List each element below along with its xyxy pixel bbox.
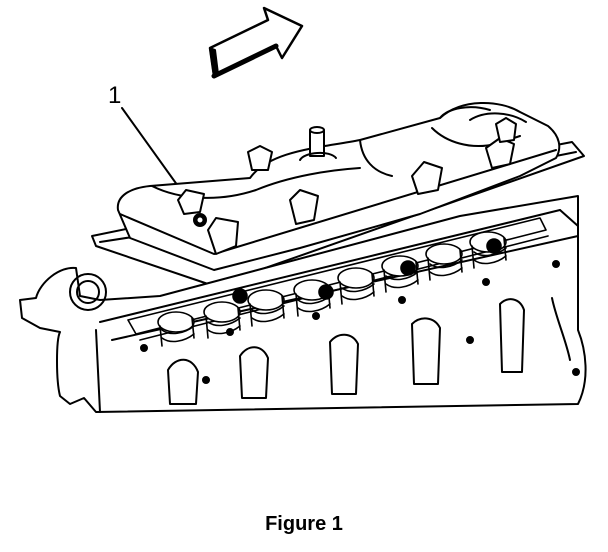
figure-caption: Figure 1 <box>265 513 343 535</box>
valve-spring-cylinder-2 <box>247 279 334 327</box>
callout-number: 1 <box>108 82 122 109</box>
valve-cover <box>116 102 561 271</box>
valvetrain-assembly <box>127 217 549 347</box>
right-arrow-icon <box>208 6 304 79</box>
valve-spring-cylinder-4 <box>425 231 507 281</box>
valve-spring-cylinder-3 <box>337 255 419 305</box>
valve-spring-cylinder-1 <box>157 288 248 347</box>
